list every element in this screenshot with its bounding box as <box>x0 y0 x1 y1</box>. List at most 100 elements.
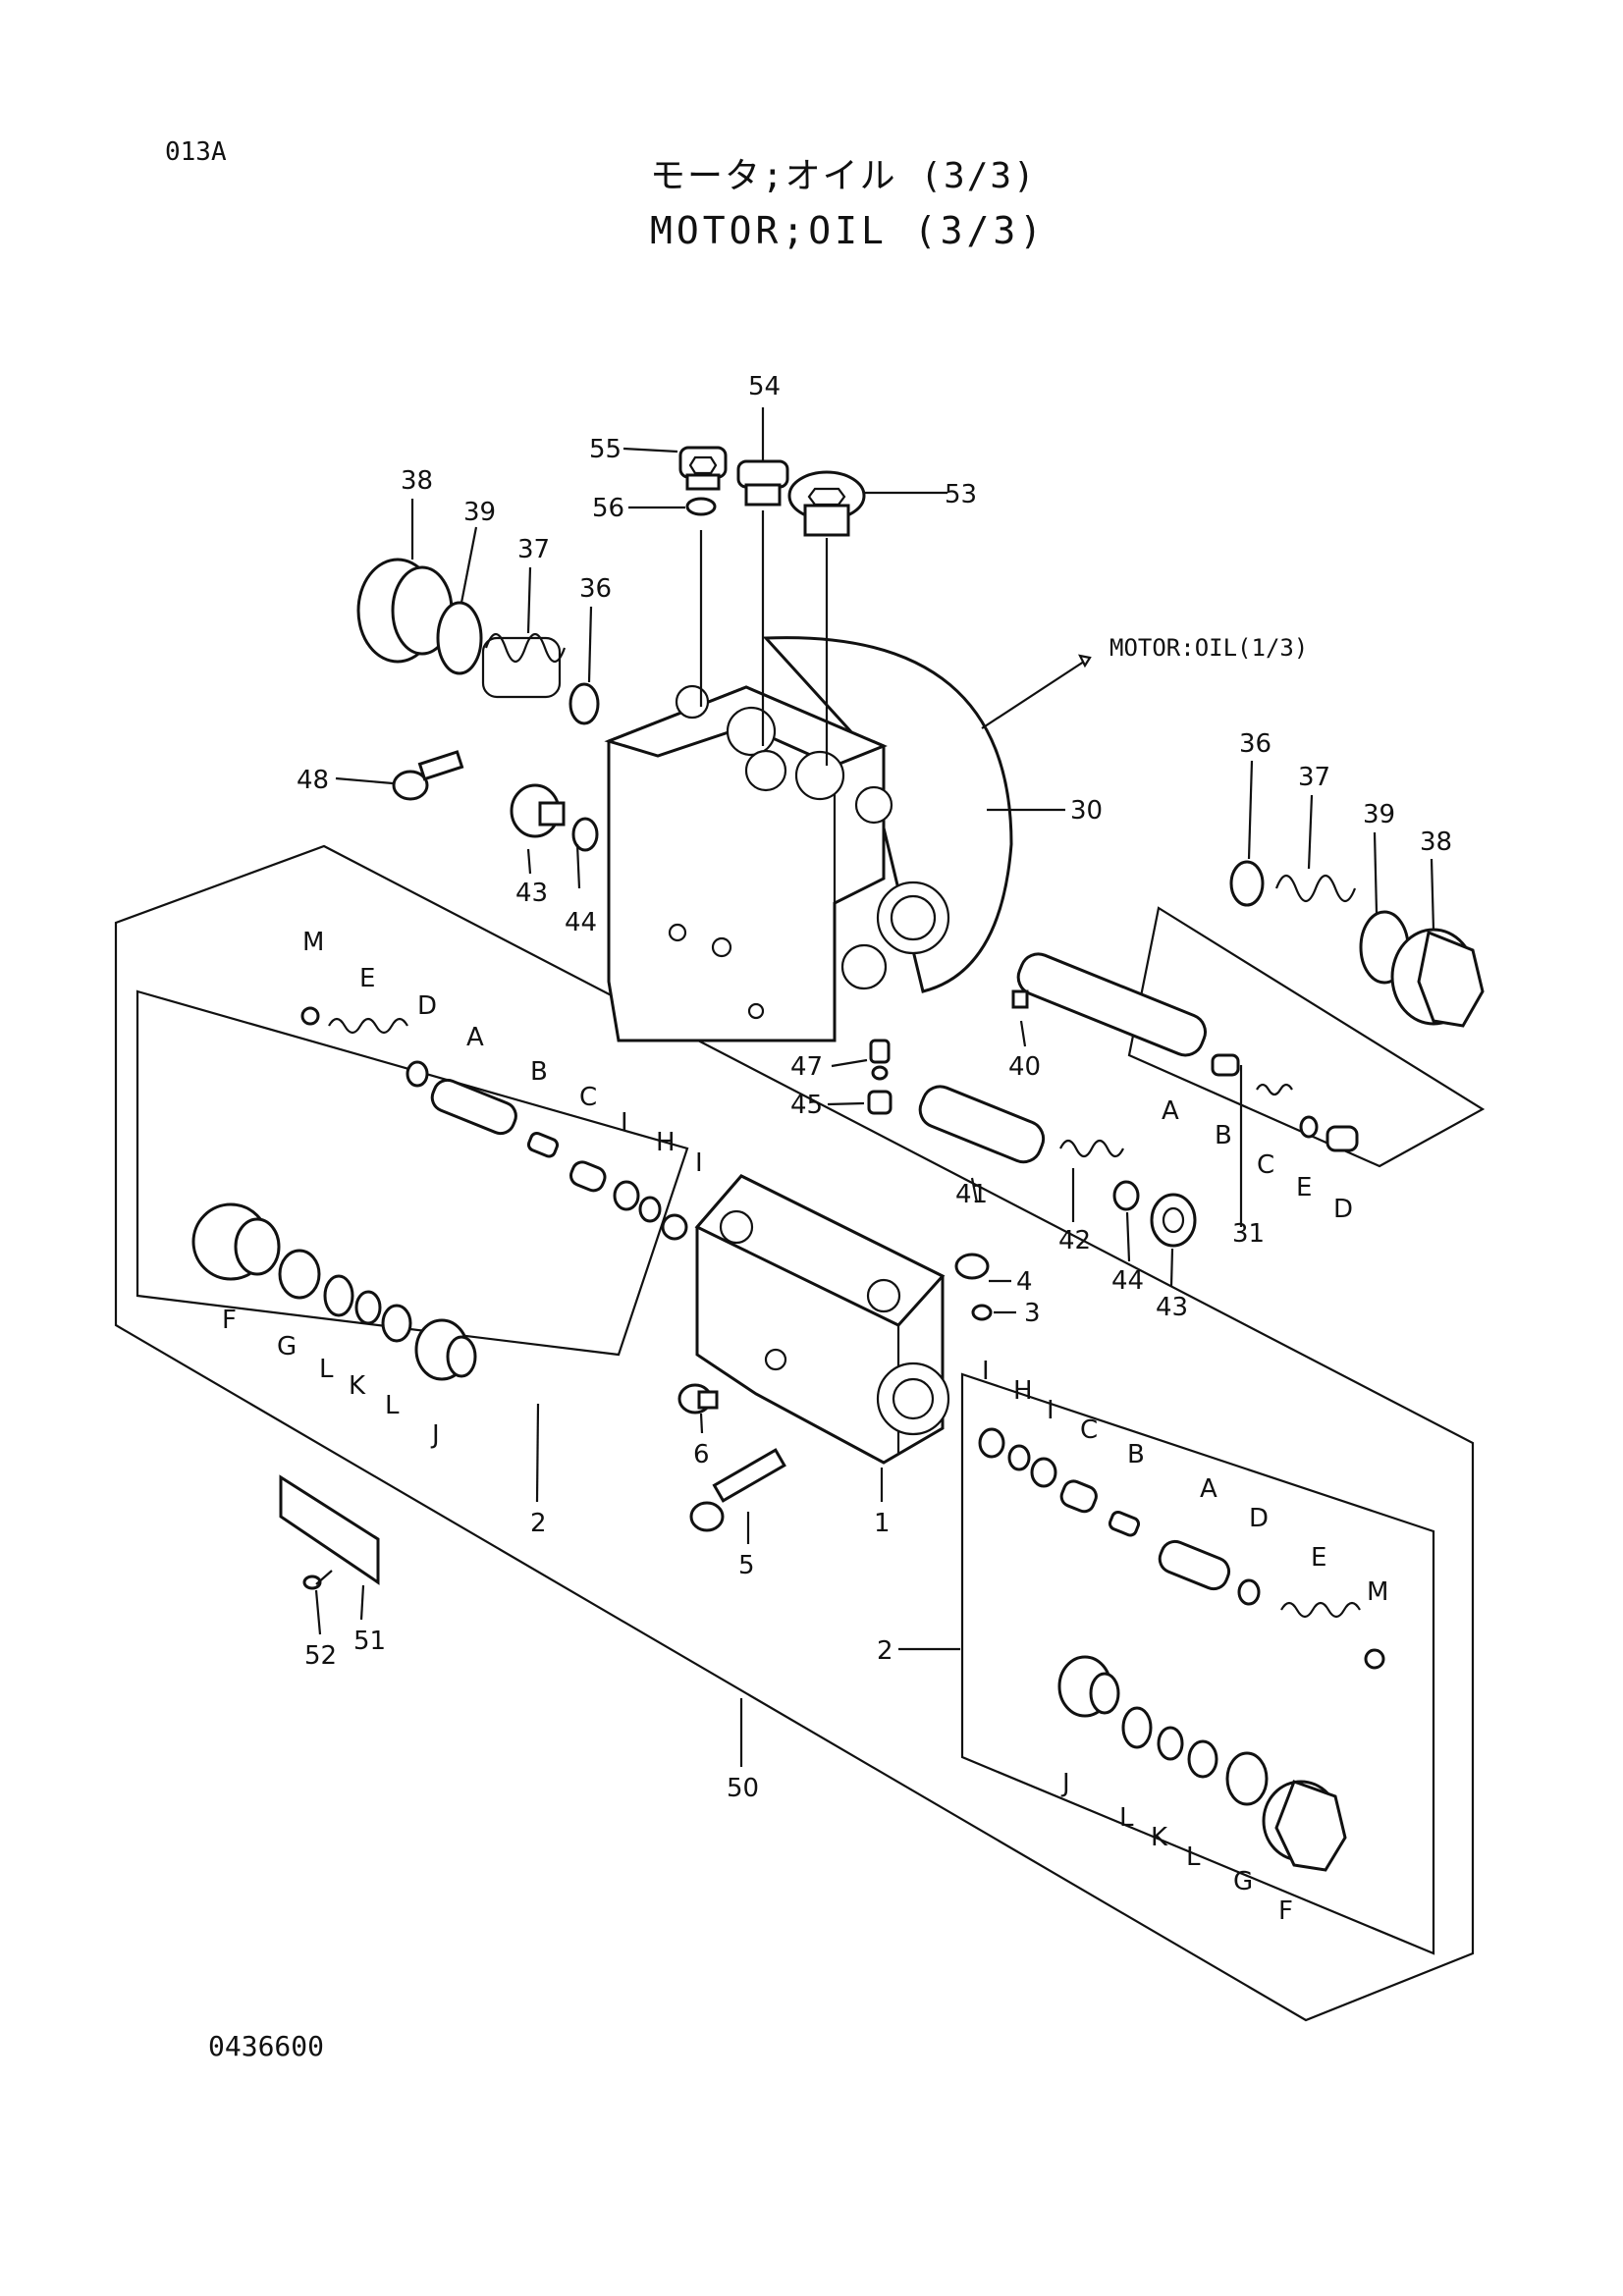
ring-H-left <box>638 1196 662 1223</box>
letter-D-31: D <box>1333 1195 1353 1224</box>
bolt-48 <box>392 750 464 801</box>
spring-E-left <box>328 1017 408 1035</box>
part-E-31 <box>1299 1115 1319 1139</box>
page-title-japanese: モータ;オイル (3/3) <box>650 156 1037 196</box>
part-B-right <box>1108 1510 1141 1537</box>
callout-36-left: 36 <box>579 574 612 604</box>
callout-42: 42 <box>1058 1226 1091 1255</box>
callout-45: 45 <box>790 1091 823 1120</box>
o-ring-56 <box>685 497 717 516</box>
letter-G-left: G <box>277 1332 297 1362</box>
letter-M-right: M <box>1367 1577 1388 1607</box>
letter-I-left: I <box>621 1108 628 1138</box>
set-screw-40 <box>1011 989 1029 1009</box>
cap-J-left <box>414 1318 477 1381</box>
letter-M-left: M <box>302 928 324 957</box>
subassembly-outline-right-2 <box>960 1372 1435 1955</box>
letter-B-right: B <box>1127 1440 1145 1469</box>
letter-A-right: A <box>1200 1474 1217 1504</box>
letter-A-31: A <box>1162 1096 1179 1126</box>
letter-L2-left: L <box>385 1391 400 1420</box>
letter-B-left: B <box>530 1057 548 1087</box>
plug-38-right <box>1390 928 1485 1028</box>
plug-54 <box>736 459 789 507</box>
callout-37-right: 37 <box>1298 763 1330 792</box>
ring-K-right <box>1157 1726 1184 1761</box>
page-title-english: MOTOR;OIL (3/3) <box>650 209 1047 252</box>
letter-D-left: D <box>417 991 437 1021</box>
page-code: 013A <box>165 137 227 167</box>
letter-J-right: J <box>1060 1769 1070 1798</box>
callout-56: 56 <box>592 494 624 523</box>
letter-A-left: A <box>466 1023 484 1052</box>
assembly-outline-50 <box>114 844 1475 2022</box>
spool-41 <box>918 1085 1046 1164</box>
callout-41: 41 <box>955 1180 988 1209</box>
o-ring-G-right <box>1225 1751 1269 1806</box>
letter-C-right: C <box>1080 1415 1098 1445</box>
callout-2-left: 2 <box>530 1509 547 1538</box>
letter-I-right: I <box>982 1357 990 1386</box>
ring-L-left <box>323 1274 354 1317</box>
callout-labels: 54 55 56 53 38 39 37 36 48 43 44 30 MOTO… <box>222 372 1452 1926</box>
callout-3: 3 <box>1024 1299 1041 1328</box>
plug-6 <box>677 1383 719 1415</box>
ring-L-right <box>1121 1706 1153 1749</box>
callout-6: 6 <box>693 1440 710 1469</box>
ball-M-right <box>1364 1648 1385 1670</box>
part-B-left <box>526 1131 560 1158</box>
ring-H-right <box>1007 1444 1031 1471</box>
callout-47: 47 <box>790 1052 823 1082</box>
part-A-31 <box>1211 1053 1240 1077</box>
part-D-right <box>1237 1578 1261 1606</box>
callout-2-right: 2 <box>877 1636 893 1666</box>
plug-55 <box>678 446 728 491</box>
ring-I-right <box>978 1427 1005 1459</box>
ring-I2-right <box>1030 1457 1057 1488</box>
part-C-31 <box>1256 1083 1293 1096</box>
seat-C-left <box>569 1160 607 1193</box>
letter-L-right: L <box>1119 1803 1134 1833</box>
callout-43-upper: 43 <box>515 879 548 908</box>
letter-E-left: E <box>359 964 375 993</box>
callout-1: 1 <box>874 1509 891 1538</box>
letter-K-left: K <box>349 1371 366 1401</box>
ring-L2-right <box>1187 1739 1218 1779</box>
callout-38-right: 38 <box>1420 828 1452 857</box>
letter-L-left: L <box>319 1355 334 1384</box>
reference-motor-oil-1-3: MOTOR:OIL(1/3) <box>1109 634 1308 662</box>
part-D-left <box>406 1060 429 1088</box>
plug-F-right <box>1262 1780 1347 1872</box>
callout-44-upper: 44 <box>565 908 597 937</box>
letter-D-right: D <box>1249 1504 1269 1533</box>
plug-45 <box>867 1090 893 1115</box>
callout-38-left: 38 <box>401 466 433 496</box>
letter-L2-right: L <box>1186 1842 1201 1872</box>
callout-43-lower: 43 <box>1156 1293 1188 1322</box>
callout-51: 51 <box>353 1627 386 1656</box>
callout-39-left: 39 <box>463 498 496 527</box>
name-plate-51 <box>279 1474 380 1585</box>
washer-36-right <box>1229 860 1265 907</box>
letter-E-right: E <box>1311 1543 1326 1573</box>
plug-F-left <box>191 1202 281 1281</box>
ring-44-upper <box>571 817 599 852</box>
spring-37-right <box>1274 874 1357 903</box>
callout-5: 5 <box>738 1551 755 1580</box>
callout-50: 50 <box>727 1774 759 1803</box>
spring-37-left <box>481 632 567 699</box>
callout-4: 4 <box>1016 1267 1033 1297</box>
callout-52: 52 <box>304 1641 337 1671</box>
callout-54: 54 <box>748 372 781 401</box>
letter-I2-right: I <box>1047 1396 1055 1425</box>
letter-G-right: G <box>1233 1867 1253 1896</box>
letter-I2-left: I <box>695 1148 703 1178</box>
piston-A-right <box>1158 1539 1231 1591</box>
letter-K-right: K <box>1151 1823 1168 1852</box>
callout-44-lower: 44 <box>1111 1266 1144 1296</box>
ring-L2-left <box>381 1304 412 1343</box>
ring-K-left <box>354 1290 382 1325</box>
ball-M-left <box>300 1006 320 1026</box>
spool-upper <box>1016 952 1207 1057</box>
